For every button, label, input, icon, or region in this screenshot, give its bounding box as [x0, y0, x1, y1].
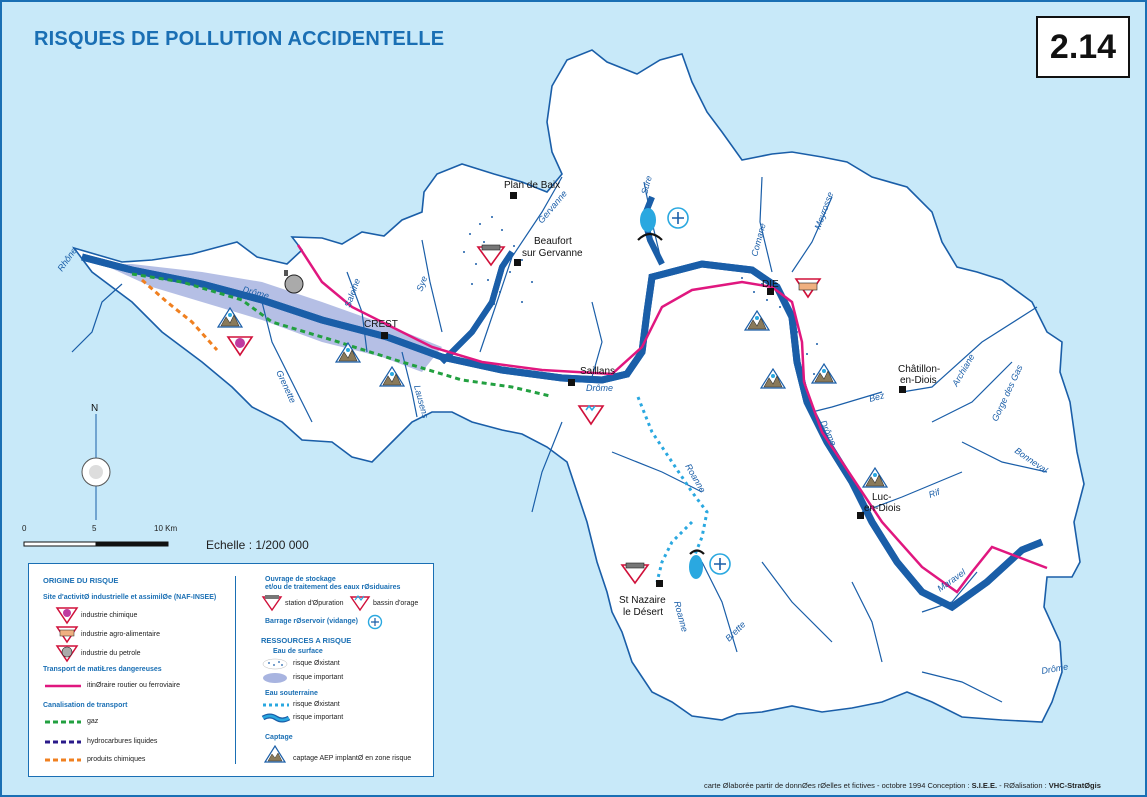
river-rhone: Rhône [55, 246, 78, 273]
roanne-groundwater [636, 396, 709, 563]
map-number: 2.14 [1036, 16, 1130, 78]
legend-chemical: industrie chimique [81, 612, 138, 619]
surface-existing-swatch [262, 658, 288, 670]
dam-icon [709, 553, 731, 575]
basin-outline [71, 49, 1085, 723]
north-label: N [91, 403, 98, 414]
agrifood-industry-icon [794, 278, 822, 299]
legend-surface-water: Eau de surface [273, 648, 323, 655]
legend-pipeline-title: Canalisation de transport [43, 702, 128, 709]
credits: carte Ølaborée partir de donnØes rØelles… [704, 781, 1101, 790]
river-drome-saillans: Drôme [586, 383, 613, 393]
place-beaufort-2: sur Gervanne [522, 248, 583, 259]
reservoir-sure [640, 208, 656, 232]
place-st-nazaire-2: le Désert [623, 607, 663, 618]
place-plan-de-baix: Plan de Baix [504, 180, 560, 191]
legend-dam: Barrage rØservoir (vidange) [265, 618, 358, 625]
transport-route [296, 244, 1048, 594]
st-nazaire-groundwater [655, 520, 694, 583]
river-drome-south: Drôme [1041, 661, 1069, 676]
legend-industrial-title: Site d'activitØ industrielle et assimilØ… [43, 594, 217, 601]
pipeline-gas [131, 272, 551, 398]
chemical-industry-icon [226, 336, 254, 357]
surface-risk-zone [102, 264, 442, 372]
legend-storm-basin: bassin d'orage [373, 600, 419, 607]
legend-transport-title: Transport de matiŁres dangereuses [43, 666, 162, 673]
legend-ground-existing: risque Øxistant [293, 701, 340, 708]
legend-agrifood: industrie agro-alimentaire [81, 631, 160, 638]
ground-existing-swatch [263, 703, 289, 707]
storm-basin-icon [349, 595, 371, 612]
scale-tick-0: 0 [22, 524, 27, 533]
place-crest: CREST [364, 319, 398, 330]
place-chatillon: Châtillon- [898, 364, 940, 375]
chemical-products-swatch [45, 758, 81, 762]
dam-wall-sure [637, 232, 663, 241]
legend-storage-title-1: Ouvrage de stockage [265, 576, 336, 583]
place-die: DIE [762, 279, 779, 290]
scale-bar [23, 541, 169, 547]
surface-important-swatch [263, 673, 287, 683]
legend-capture-title: Captage [265, 734, 293, 741]
place-luc: Luc- [872, 492, 891, 503]
route-swatch [45, 684, 81, 688]
place-chatillon-2: en-Diois [900, 375, 937, 386]
place-saillans: Saillans [580, 366, 615, 377]
legend: ORIGINE DU RISQUE Site d'activitØ indust… [28, 563, 434, 777]
legend-chemical-products: produits chimiques [87, 756, 146, 763]
chemical-industry-icon [55, 607, 79, 625]
legend-groundwater: Eau souterraine [265, 690, 318, 697]
capture-icon [263, 744, 287, 763]
north-arrow: N [81, 403, 111, 520]
river-bez: Bez [868, 390, 886, 404]
legend-ground-important: risque important [293, 714, 344, 721]
legend-hydrocarbons: hydrocarbures liquides [87, 738, 158, 745]
reservoir-roanne [689, 555, 703, 579]
town-markers [381, 192, 906, 587]
hydrocarbons-swatch [45, 740, 81, 744]
river-sure: Sure [639, 175, 654, 196]
scale-label: Echelle : 1/200 000 [206, 538, 309, 552]
petroleum-industry-icon [55, 645, 79, 663]
legend-resources-title: RESSOURCES A RISQUE [261, 636, 352, 645]
ground-important-swatch [261, 713, 291, 723]
place-beaufort: Beaufort [534, 236, 572, 247]
scale-tick-5: 5 [92, 524, 97, 533]
petroleum-industry-icon [284, 270, 304, 294]
legend-capture-text: captage AEP implantØ en zone risque [293, 755, 412, 762]
legend-surface-important: risque important [293, 674, 344, 681]
river-rif: Rif [927, 486, 942, 500]
legend-gas: gaz [87, 718, 99, 725]
river-sye: Sye [414, 275, 429, 293]
legend-storage-title-2: et/ou de traitement des eaux rØsiduaires [265, 584, 401, 591]
place-st-nazaire: St Nazaire [619, 595, 666, 606]
gas-swatch [45, 720, 81, 724]
legend-petroleum: industrie du petrole [81, 650, 141, 657]
place-luc-2: en-Diois [864, 503, 901, 514]
dam-wall-roanne [689, 549, 705, 555]
dam-icon [667, 207, 689, 229]
legend-surface-existing: risque Øxistant [293, 660, 340, 667]
legend-origin-title: ORIGINE DU RISQUE [43, 576, 119, 585]
pipeline-chemical [141, 278, 219, 351]
treatment-station-icon [261, 595, 283, 612]
scale-tick-10: 10 Km [154, 524, 178, 533]
agrifood-industry-icon [55, 626, 79, 644]
dam-icon [367, 614, 383, 630]
legend-treatment-station: station d'Øpuration [285, 600, 344, 607]
legend-divider [235, 576, 236, 764]
map-title: RISQUES DE POLLUTION ACCIDENTELLE [34, 28, 445, 50]
legend-route: itinØraire routier ou ferroviaire [87, 682, 180, 689]
storm-basin-icon [577, 404, 605, 426]
